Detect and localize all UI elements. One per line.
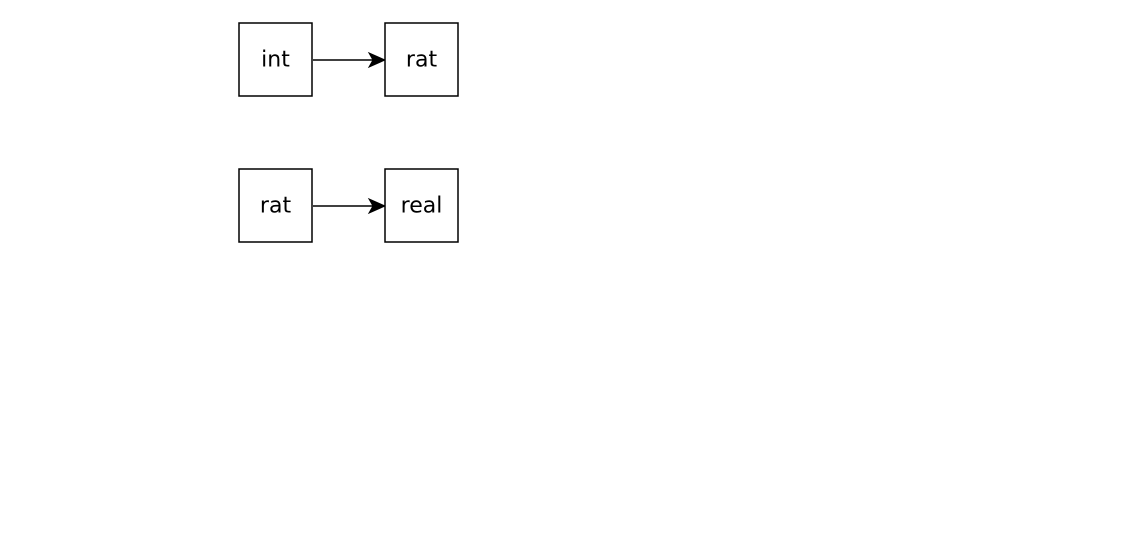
edge-rat-to-real xyxy=(313,197,387,215)
node-int[interactable]: int xyxy=(238,22,313,97)
node-real[interactable]: real xyxy=(384,168,459,243)
node-box xyxy=(384,22,459,97)
node-rat-top[interactable]: rat xyxy=(384,22,459,97)
edge-int-to-rat xyxy=(313,51,387,69)
node-label: rat xyxy=(260,194,292,219)
arrowhead-icon xyxy=(367,197,387,215)
node-box xyxy=(238,22,313,97)
node-label: int xyxy=(261,48,290,73)
node-label: real xyxy=(401,194,443,219)
node-rat-bottom[interactable]: rat xyxy=(238,168,313,243)
node-label: rat xyxy=(406,48,438,73)
arrowhead-icon xyxy=(367,51,387,69)
node-box xyxy=(384,168,459,243)
node-box xyxy=(238,168,313,243)
